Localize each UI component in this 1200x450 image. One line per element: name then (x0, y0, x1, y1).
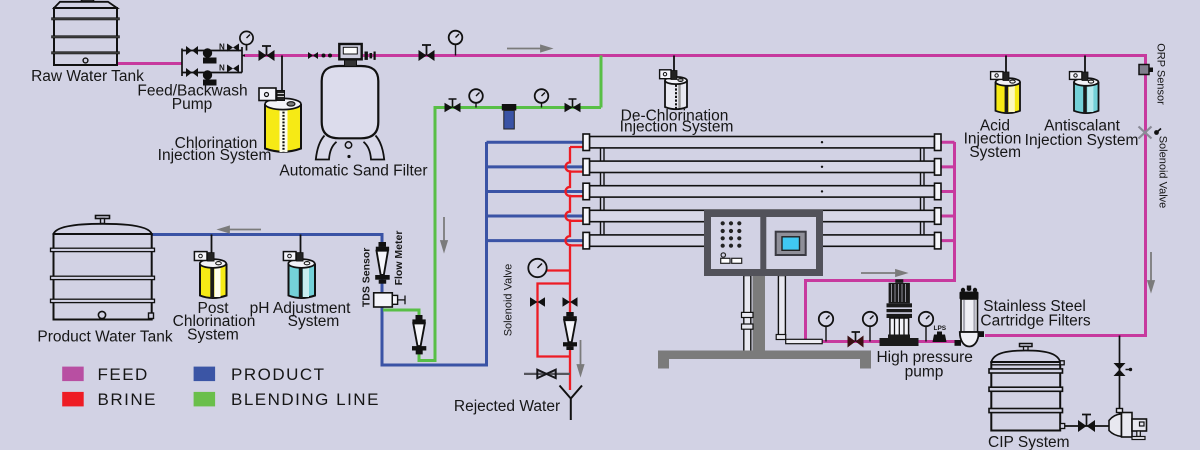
svg-text:Flow Meter: Flow Meter (393, 231, 405, 286)
svg-text:FEED: FEED (98, 365, 149, 384)
svg-text:ORP Sensor: ORP Sensor (1155, 43, 1167, 105)
svg-text:System: System (969, 144, 1021, 161)
svg-text:Pump: Pump (172, 96, 213, 113)
svg-text:N: N (219, 64, 225, 73)
svg-text:N: N (219, 43, 225, 52)
svg-text:CIP System: CIP System (988, 434, 1070, 450)
svg-text:BRINE: BRINE (98, 390, 157, 409)
svg-text:LPS: LPS (934, 325, 947, 332)
svg-text:PRODUCT: PRODUCT (231, 365, 326, 384)
svg-text:System: System (288, 313, 340, 330)
svg-text:Injection System: Injection System (158, 147, 272, 164)
svg-text:pump: pump (905, 364, 944, 381)
svg-text:Automatic Sand Filter: Automatic Sand Filter (279, 163, 427, 180)
svg-text:Solenoid Valve: Solenoid Valve (503, 264, 515, 337)
svg-text:Acid: Acid (980, 118, 1010, 135)
svg-text:Product Water Tank: Product Water Tank (37, 329, 173, 346)
svg-text:TDS Sensor: TDS Sensor (360, 248, 372, 308)
svg-text:Injection System: Injection System (1025, 132, 1139, 149)
svg-text:High pressure: High pressure (876, 349, 973, 366)
svg-text:Injection: Injection (964, 131, 1022, 148)
svg-text:System: System (187, 327, 239, 344)
svg-text:Chlorination: Chlorination (175, 135, 258, 152)
svg-text:Cartridge Filters: Cartridge Filters (980, 313, 1090, 330)
svg-text:Feed/Backwash: Feed/Backwash (137, 83, 247, 100)
svg-text:BLENDING LINE: BLENDING LINE (231, 390, 380, 409)
svg-text:Post: Post (197, 300, 229, 317)
svg-text:Raw Water Tank: Raw Water Tank (31, 68, 144, 85)
svg-text:pH Adjustment: pH Adjustment (250, 300, 351, 317)
svg-text:De-Chlorination: De-Chlorination (621, 108, 729, 125)
svg-text:Solenoid Valve: Solenoid Valve (1157, 136, 1169, 209)
svg-text:Chlorination: Chlorination (173, 313, 256, 330)
svg-text:Rejected Water: Rejected Water (454, 398, 560, 415)
svg-text:Injection System: Injection System (620, 119, 734, 136)
svg-text:Stainless Steel: Stainless Steel (983, 298, 1086, 315)
svg-text:Antiscalant: Antiscalant (1044, 118, 1121, 135)
